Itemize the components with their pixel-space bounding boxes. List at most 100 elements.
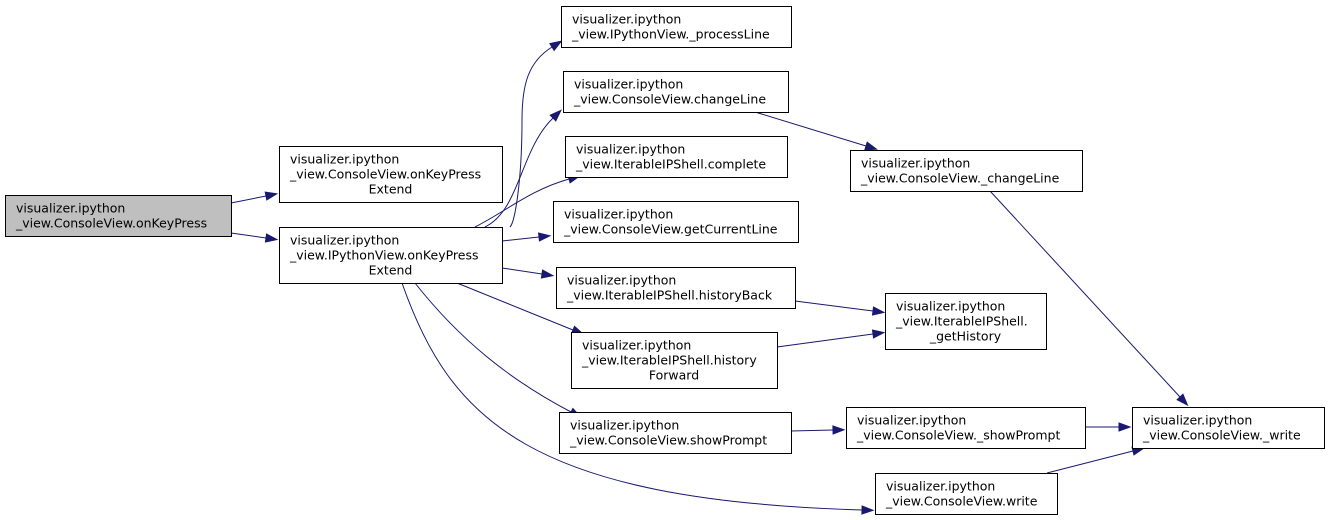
node-label-line: _view.ConsoleView.onKeyPress (289, 167, 481, 182)
node-changeLine[interactable]: visualizer.ipython_view.ConsoleView.chan… (563, 71, 789, 113)
node-box (279, 146, 503, 203)
node-label-line: visualizer.ipython (582, 338, 691, 353)
edge-line (484, 117, 554, 228)
edge-line (474, 178, 570, 228)
edge-write-to-_write (1046, 446, 1146, 474)
node-label-line: visualizer.ipython (574, 77, 683, 92)
arrowhead (540, 269, 555, 279)
edge-changeLine-to-_changeLine (754, 111, 878, 151)
arrowhead (871, 329, 886, 339)
node-label-line: visualizer.ipython (572, 12, 681, 27)
node-changeLine[interactable]: visualizer.ipython_view.ConsoleView._cha… (850, 150, 1083, 192)
edge-line (794, 300, 874, 312)
node-box (279, 227, 503, 284)
edge-line (401, 282, 863, 511)
edge-line (754, 111, 867, 147)
arrowhead (549, 109, 562, 122)
node-label-line: _view.ConsoleView.showPrompt (569, 433, 767, 448)
node-label-line: visualizer.ipython (16, 201, 125, 216)
node-label-line: visualizer.ipython (290, 152, 399, 167)
edge-line (501, 236, 540, 242)
arrowhead (1118, 422, 1132, 432)
node-label-line: visualizer.ipython (564, 207, 673, 222)
node-label-line: visualizer.ipython (1143, 413, 1252, 428)
node-box (553, 201, 799, 243)
node-label-line: _view.IPythonView.onKeyPress (289, 248, 479, 263)
node-label-line: _view.IPythonView._processLine (571, 27, 770, 42)
node-box (885, 293, 1047, 350)
edge-line (1046, 450, 1134, 474)
arrowhead (264, 233, 279, 243)
arrowhead (864, 141, 878, 151)
node-box (565, 136, 788, 178)
node-showPrompt[interactable]: visualizer.ipython_view.ConsoleView._sho… (846, 407, 1086, 449)
node-label-line: _getHistory (929, 329, 1002, 344)
node-label-line: visualizer.ipython (576, 142, 685, 157)
node-historyForward[interactable]: visualizer.ipython_view.IterableIPShell.… (571, 332, 778, 389)
edge-ipv_ext-to-changeLine (484, 109, 562, 228)
edge-historyForward-to-_getHistory (776, 329, 886, 348)
node-box (846, 407, 1086, 449)
node-getCurrentLine[interactable]: visualizer.ipython_view.ConsoleView.getC… (553, 201, 799, 243)
node-write[interactable]: visualizer.ipython_view.ConsoleView.writ… (875, 473, 1058, 515)
node-box (850, 150, 1083, 192)
node-getHistory[interactable]: visualizer.ipython_view.IterableIPShell.… (885, 293, 1047, 350)
node-label-line: visualizer.ipython (570, 418, 679, 433)
node-label-line: Extend (369, 263, 413, 278)
node-label-line: Extend (369, 182, 413, 197)
node-box (1132, 407, 1325, 449)
node-label-line: visualizer.ipython (861, 156, 970, 171)
edge-ipv_ext-to-processLine (509, 40, 563, 228)
arrowhead (549, 40, 563, 52)
arrowhead (832, 425, 846, 435)
node-label-line: visualizer.ipython (857, 413, 966, 428)
node-box (561, 6, 792, 48)
node-label-line: Forward (649, 368, 699, 383)
node-box (563, 71, 789, 113)
node-box (559, 412, 792, 454)
node-label-line: _view.IterableIPShell.historyBack (566, 288, 773, 303)
edge-_changeLine-to-_write (989, 190, 1189, 407)
node-write[interactable]: visualizer.ipython_view.ConsoleView._wri… (1132, 407, 1325, 449)
node-label-line: _view.IterableIPShell. (895, 314, 1028, 329)
edge-ipv_ext-to-write (401, 282, 875, 515)
node-label-line: _view.ConsoleView._showPrompt (856, 428, 1060, 443)
node-label-line: _view.IterableIPShell.history (581, 353, 757, 368)
edge-line (509, 46, 553, 228)
node-processLine[interactable]: visualizer.ipython_view.IPythonView._pro… (561, 6, 792, 48)
node-label-line: visualizer.ipython (896, 299, 1005, 314)
node-label-line: _view.ConsoleView._write (1142, 428, 1301, 443)
node-historyBack[interactable]: visualizer.ipython_view.IterableIPShell.… (556, 267, 796, 309)
node-root[interactable]: visualizer.ipython_view.ConsoleView.onKe… (5, 195, 232, 237)
arrowhead (537, 232, 552, 242)
edge-showPrompt-to-_showPrompt (790, 425, 846, 435)
node-layer: visualizer.ipython_view.ConsoleView.onKe… (5, 6, 1325, 515)
node-label-line: _view.ConsoleView._changeLine (860, 171, 1060, 186)
arrowhead (871, 306, 886, 316)
node-label-line: _view.ConsoleView.onKeyPress (15, 216, 207, 231)
edge-line (776, 333, 874, 348)
edge-line (989, 190, 1181, 398)
arrowhead (861, 505, 875, 515)
edge-ipv_ext-to-historyBack (501, 267, 555, 279)
node-label-line: visualizer.ipython (567, 273, 676, 288)
node-box (5, 195, 232, 237)
edge-_showPrompt-to-_write (1085, 422, 1132, 432)
edge-line (790, 429, 834, 432)
node-label-line: _view.ConsoleView.getCurrentLine (563, 222, 778, 237)
edge-root-to-ipv_ext (230, 232, 279, 243)
node-cv-ext[interactable]: visualizer.ipython_view.ConsoleView.onKe… (279, 146, 503, 203)
edge-root-to-cv_ext (230, 191, 279, 204)
edge-line (230, 195, 267, 204)
node-ipv-ext[interactable]: visualizer.ipython_view.IPythonView.onKe… (279, 227, 503, 284)
node-showPrompt[interactable]: visualizer.ipython_view.ConsoleView.show… (559, 412, 792, 454)
edge-line (501, 267, 543, 275)
node-label-line: _view.IterableIPShell.complete (575, 157, 766, 172)
edge-ipv_ext-to-showPrompt (414, 282, 583, 418)
node-box (875, 473, 1058, 515)
edge-layer (230, 40, 1189, 515)
node-complete[interactable]: visualizer.ipython_view.IterableIPShell.… (565, 136, 788, 178)
arrowhead (264, 191, 279, 201)
arrowhead (1176, 393, 1189, 407)
